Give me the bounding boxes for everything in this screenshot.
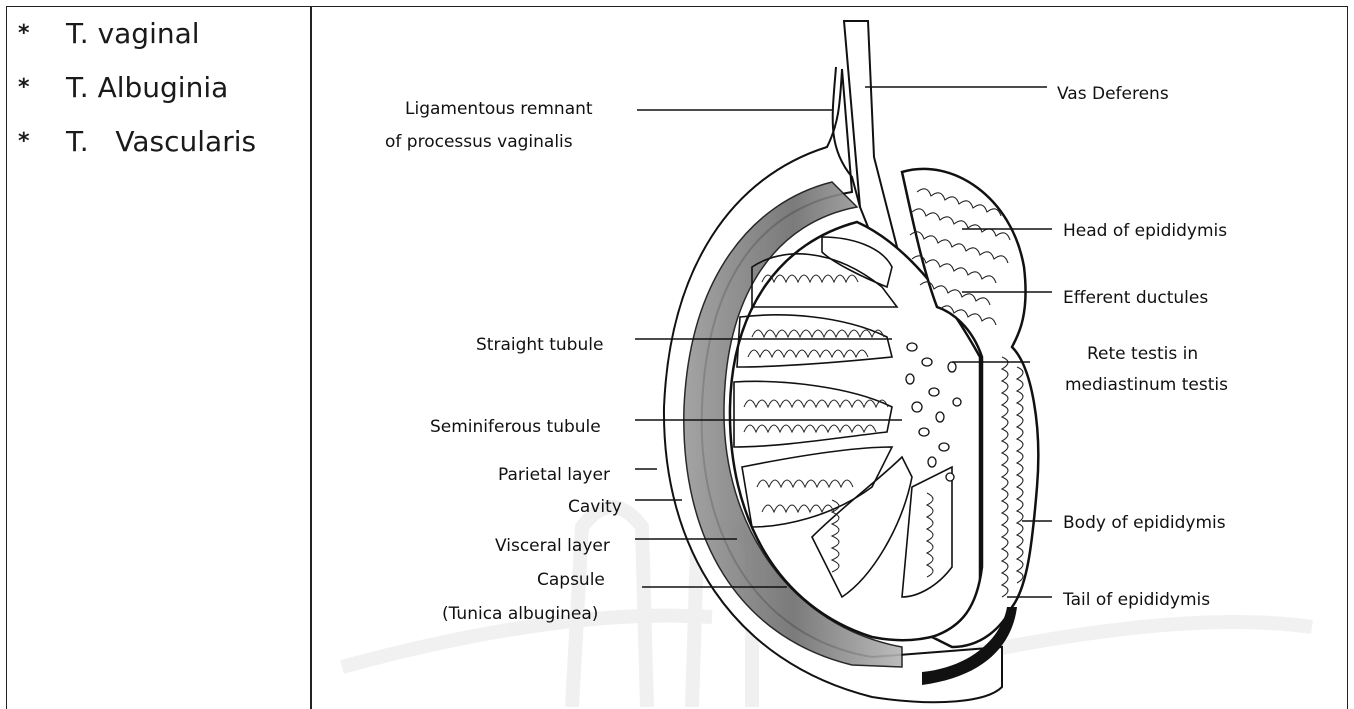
label-head-of-epididymis: Head of epididymis [1063,221,1227,241]
bullet-text: T. vaginal [66,14,200,54]
testis-diagram: Vas Deferens Ligamentous remnant of proc… [312,7,1346,707]
label-rete-testis: Rete testis in [1087,344,1198,364]
label-parietal-layer: Parietal layer [498,465,610,485]
label-body-of-epididymis: Body of epididymis [1063,513,1226,533]
label-ligamentous-remnant: Ligamentous remnant [405,99,593,119]
label-efferent-ductules: Efferent ductules [1063,288,1208,308]
label-vas-deferens: Vas Deferens [1057,84,1169,104]
bullet-text: T. Vascularis [66,122,256,162]
label-straight-tubule: Straight tubule [476,335,603,355]
bullet-star-icon: * [18,122,30,162]
label-processus-vaginalis: of processus vaginalis [385,132,573,152]
label-capsule: Capsule [537,570,605,590]
label-mediastinum-testis: mediastinum testis [1065,375,1228,395]
bullet-text: T. Albuginia [66,68,228,108]
bullet-star-icon: * [18,14,30,54]
label-visceral-layer: Visceral layer [495,536,610,556]
label-tunica-albuginea: (Tunica albuginea) [442,604,598,624]
label-cavity: Cavity [568,497,622,517]
label-tail-of-epididymis: Tail of epididymis [1062,590,1210,610]
bullet-star-icon: * [18,68,30,108]
label-seminiferous-tubule: Seminiferous tubule [430,417,601,437]
